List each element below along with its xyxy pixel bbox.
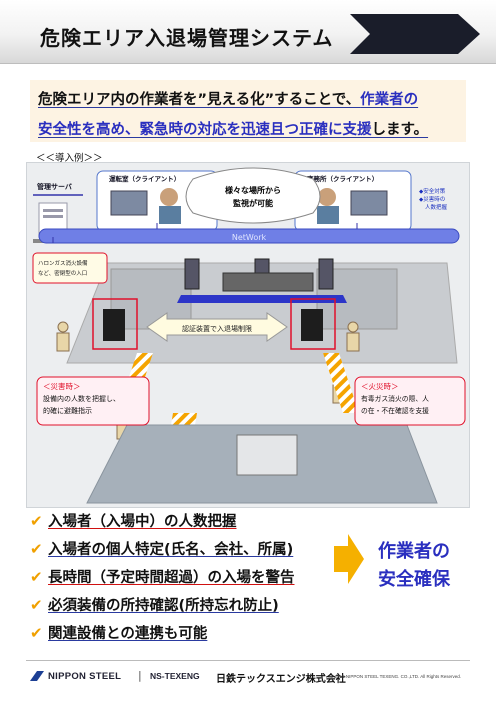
lead-line-1: 危険エリア内の作業者を”見える化”することで、作業者の	[38, 88, 418, 109]
brand-separator: |	[138, 669, 142, 682]
feature-text: 長時間（予定時間超過）の入場を警告	[48, 570, 295, 586]
gas-system-note: ハロンガス消火設備 など、密閉型の入口	[32, 252, 108, 284]
monitoring-bubble: 様々な場所から 監視が可能	[185, 167, 321, 224]
walkway-right	[323, 353, 359, 413]
office-monitor-icon	[350, 190, 388, 216]
feature-text: 関連設備との連携も可能	[48, 626, 208, 642]
checkmark-icon: ✔	[30, 512, 43, 530]
feature-item: ✔ 必須装備の所持確認(所持忘れ防止)	[30, 594, 279, 615]
side-note-line-3: 人数把握	[425, 203, 448, 211]
company-name: 日鉄テックスエンジ株式会社	[216, 674, 346, 685]
brand-ns-texeng: NS-TEXENG	[150, 671, 200, 681]
footer-rule	[26, 660, 470, 661]
gas-note-line-2: など、密閉型の入口	[38, 269, 87, 277]
monitoring-bubble-line-2: 監視が可能	[233, 198, 273, 208]
checkmark-icon: ✔	[30, 596, 43, 614]
server-label: 管理サーバ	[37, 182, 72, 191]
lead-line-2: 安全性を高め、緊急時の対応を迅速且つ正確に支援します。	[38, 118, 428, 139]
auth-arrow: 認証装置で入退場制限	[146, 312, 288, 342]
result-arrow-icon	[334, 534, 364, 584]
feature-text: 入場者（入場中）の人数把握	[48, 514, 237, 530]
checkmark-icon: ✔	[30, 624, 43, 642]
feature-item: ✔ 入場者の個人特定(氏名、会社、所属)	[30, 538, 293, 559]
conveyor	[177, 295, 347, 303]
auth-label: 認証装置で入退場制限	[182, 324, 252, 333]
disaster-callout: ＜災害時＞ 設備内の人数を把握し、 的確に避難指示	[36, 376, 150, 426]
title-band: 危険エリア入退場管理システム	[0, 0, 496, 64]
intro-label: ＜＜導入例＞＞	[36, 153, 103, 164]
copyright: © 2019 NIPPON STEEL TEXENG. CO.,LTD. All…	[330, 674, 462, 679]
monitor-icon	[110, 190, 148, 216]
lead-line-2-text: します。	[371, 122, 429, 138]
equipment-icon	[236, 434, 298, 476]
diagram-illustration: 管理サーバ 運転室（クライアント） 事務所（クライアント） 様々な場所から 監視…	[32, 167, 466, 504]
side-note-line-2: ◆災害時の	[419, 195, 445, 203]
fire-line-1: 有毒ガス消火の際、人	[361, 394, 429, 403]
checkmark-icon: ✔	[30, 568, 43, 586]
result-text: 作業者の 安全確保	[366, 538, 462, 594]
office-label: 事務所（クライアント）	[307, 174, 378, 183]
disaster-line-2: 的確に避難指示	[43, 406, 92, 415]
lead-line-2-highlight: 安全性を高め、緊急時の対応を迅速且つ正確に支援	[38, 122, 372, 138]
nippon-steel-logo-icon	[30, 671, 44, 681]
gate-device-icon	[103, 309, 125, 341]
auth-gate-right	[290, 298, 336, 350]
brand-nippon-steel: NIPPON STEEL	[48, 671, 122, 682]
disaster-line-1: 設備内の人数を把握し、	[43, 394, 120, 403]
fire-line-2: の在・不在確認を支援	[361, 406, 429, 415]
result-line-1: 作業者の	[378, 541, 450, 562]
lead-line-1-highlight: 作業者の	[360, 92, 419, 108]
side-note-line-1: ◆安全対策	[419, 187, 446, 195]
gas-note-line-1: ハロンガス消火設備	[38, 259, 88, 267]
feature-text: 入場者の個人特定(氏名、会社、所属)	[48, 542, 294, 558]
fire-callout: ＜火災時＞ 有毒ガス消火の際、人 の在・不在確認を支援	[354, 376, 466, 426]
network-bar	[38, 228, 460, 244]
lead-statement: 危険エリア内の作業者を”見える化”することで、作業者の 安全性を高め、緊急時の対…	[30, 80, 466, 142]
title-arrow-icon	[350, 14, 480, 54]
page-title: 危険エリア入退場管理システム	[40, 26, 334, 50]
gate-device-icon-2	[301, 309, 323, 341]
network-label: NetWork	[232, 233, 267, 242]
feature-item: ✔ 入場者（入場中）の人数把握	[30, 510, 237, 531]
auth-gate-left	[92, 298, 138, 350]
feature-item: ✔ 長時間（予定時間超過）の入場を警告	[30, 566, 295, 587]
operator-icon	[160, 188, 178, 206]
monitoring-bubble-line-1: 様々な場所から	[225, 185, 281, 195]
feature-item: ✔ 関連設備との連携も可能	[30, 622, 207, 643]
feature-text: 必須装備の所持確認(所持忘れ防止)	[48, 598, 279, 614]
control-room-label: 運転室（クライアント）	[109, 174, 180, 183]
footer: NIPPON STEEL | NS-TEXENG 日鉄テックスエンジ株式会社 ©…	[30, 669, 470, 687]
checkmark-icon: ✔	[30, 540, 43, 558]
disaster-title: ＜災害時＞	[43, 381, 81, 391]
result-line-2: 安全確保	[378, 569, 450, 590]
side-note: ◆安全対策 ◆災害時の 人数把握	[419, 187, 448, 211]
system-diagram: 管理サーバ 運転室（クライアント） 事務所（クライアント） 様々な場所から 監視…	[26, 162, 470, 508]
lead-line-1-text: 危険エリア内の作業者を”見える化”することで、	[38, 92, 361, 108]
office-worker-icon	[318, 188, 336, 206]
fire-title: ＜火災時＞	[361, 382, 399, 391]
